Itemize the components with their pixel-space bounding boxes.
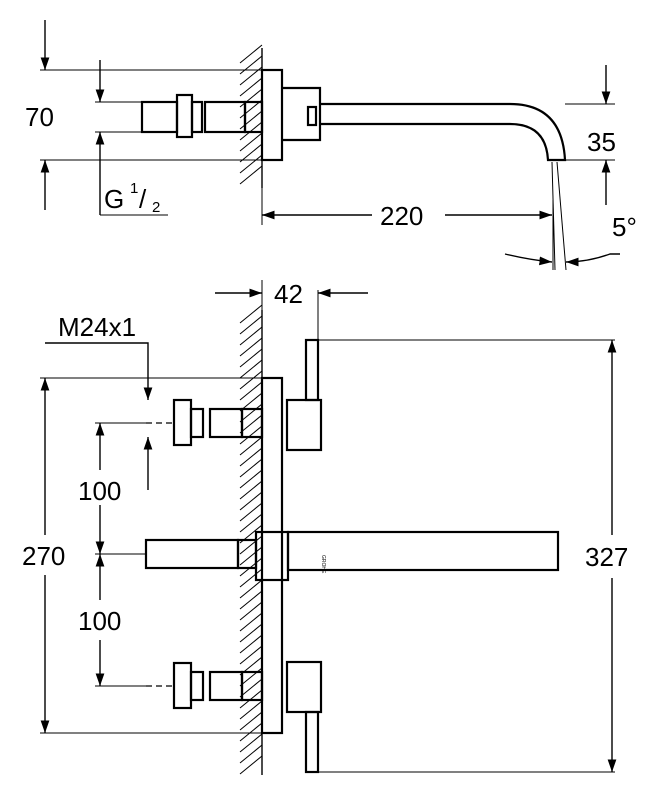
dim-220: 220 <box>380 201 423 231</box>
hatch-line <box>239 601 263 621</box>
hatch-line <box>239 414 263 434</box>
upper-valve-connection <box>172 398 264 447</box>
hatch-line <box>239 88 263 108</box>
dim-70: 70 <box>25 102 54 132</box>
hatch-line <box>239 590 263 610</box>
dim-thread-m24: M24x1 <box>58 312 136 342</box>
hatch-line <box>239 337 263 357</box>
hatch-line <box>239 744 263 764</box>
hatch-line <box>239 579 263 599</box>
hatch-line <box>239 645 263 665</box>
side-spout-arm <box>320 102 567 162</box>
side-view: 70 G 1 / 2 35 220 5° <box>25 20 637 271</box>
dim-thread-num: 1 <box>130 180 138 197</box>
hatch-line <box>239 154 263 174</box>
hatch-line <box>239 55 263 75</box>
side-valve-connection <box>140 93 264 139</box>
hatch-line <box>239 77 263 97</box>
side-spout-body <box>282 86 322 142</box>
hatch-line <box>239 480 263 500</box>
front-spout: GROHE <box>254 530 560 582</box>
dim-100-upper: 100 <box>78 476 121 506</box>
hatch-line <box>239 403 263 423</box>
hatch-line <box>239 165 263 185</box>
dim-100-lower: 100 <box>78 606 121 636</box>
front-back-plate <box>260 376 284 735</box>
hatch-line <box>239 326 263 346</box>
hatch-line <box>239 502 263 522</box>
hatch-line <box>239 535 263 555</box>
hatch-line <box>239 425 263 445</box>
hatch-line <box>239 711 263 731</box>
hatch-line <box>239 44 263 64</box>
hatch-line <box>239 612 263 632</box>
hatch-line <box>239 469 263 489</box>
front-view: GROHE <box>22 279 628 775</box>
hatch-line <box>239 132 263 152</box>
hatch-line <box>239 447 263 467</box>
hatch-line <box>239 458 263 478</box>
dim-42: 42 <box>274 279 303 309</box>
side-mounting-plate <box>260 68 284 162</box>
dim-angle-5: 5° <box>612 212 637 242</box>
dim-327: 327 <box>585 542 628 572</box>
hatch-line <box>239 546 263 566</box>
hatch-line <box>239 381 263 401</box>
brand-logo: GROHE <box>320 555 326 574</box>
hatch-line <box>239 733 263 753</box>
hatch-line <box>239 700 263 720</box>
hatch-line <box>239 359 263 379</box>
dim-thread-den: 2 <box>152 199 160 216</box>
hatch-line <box>239 634 263 654</box>
lower-valve-connection <box>172 661 264 710</box>
dim-35: 35 <box>587 127 616 157</box>
hatch-line <box>239 722 263 742</box>
hatch-line <box>239 623 263 643</box>
hatch-line <box>239 315 263 335</box>
hatch-line <box>239 370 263 390</box>
hatch-line <box>239 304 263 324</box>
hatch-line <box>239 436 263 456</box>
dim-thread-g: G <box>104 184 124 214</box>
hatch-line <box>239 110 263 130</box>
lower-handle <box>285 660 323 774</box>
front-outlet-stub <box>144 538 258 570</box>
dim-270: 270 <box>22 541 65 571</box>
hatch-line <box>239 667 263 687</box>
hatch-line <box>239 348 263 368</box>
hatch-line <box>239 678 263 698</box>
hatch-line <box>239 755 263 775</box>
hatch-line <box>239 143 263 163</box>
hatch-line <box>239 568 263 588</box>
wall-hatching-top <box>239 44 263 188</box>
svg-text:/: / <box>139 184 147 214</box>
upper-handle <box>285 338 323 452</box>
hatch-line <box>239 513 263 533</box>
hatch-line <box>239 491 263 511</box>
